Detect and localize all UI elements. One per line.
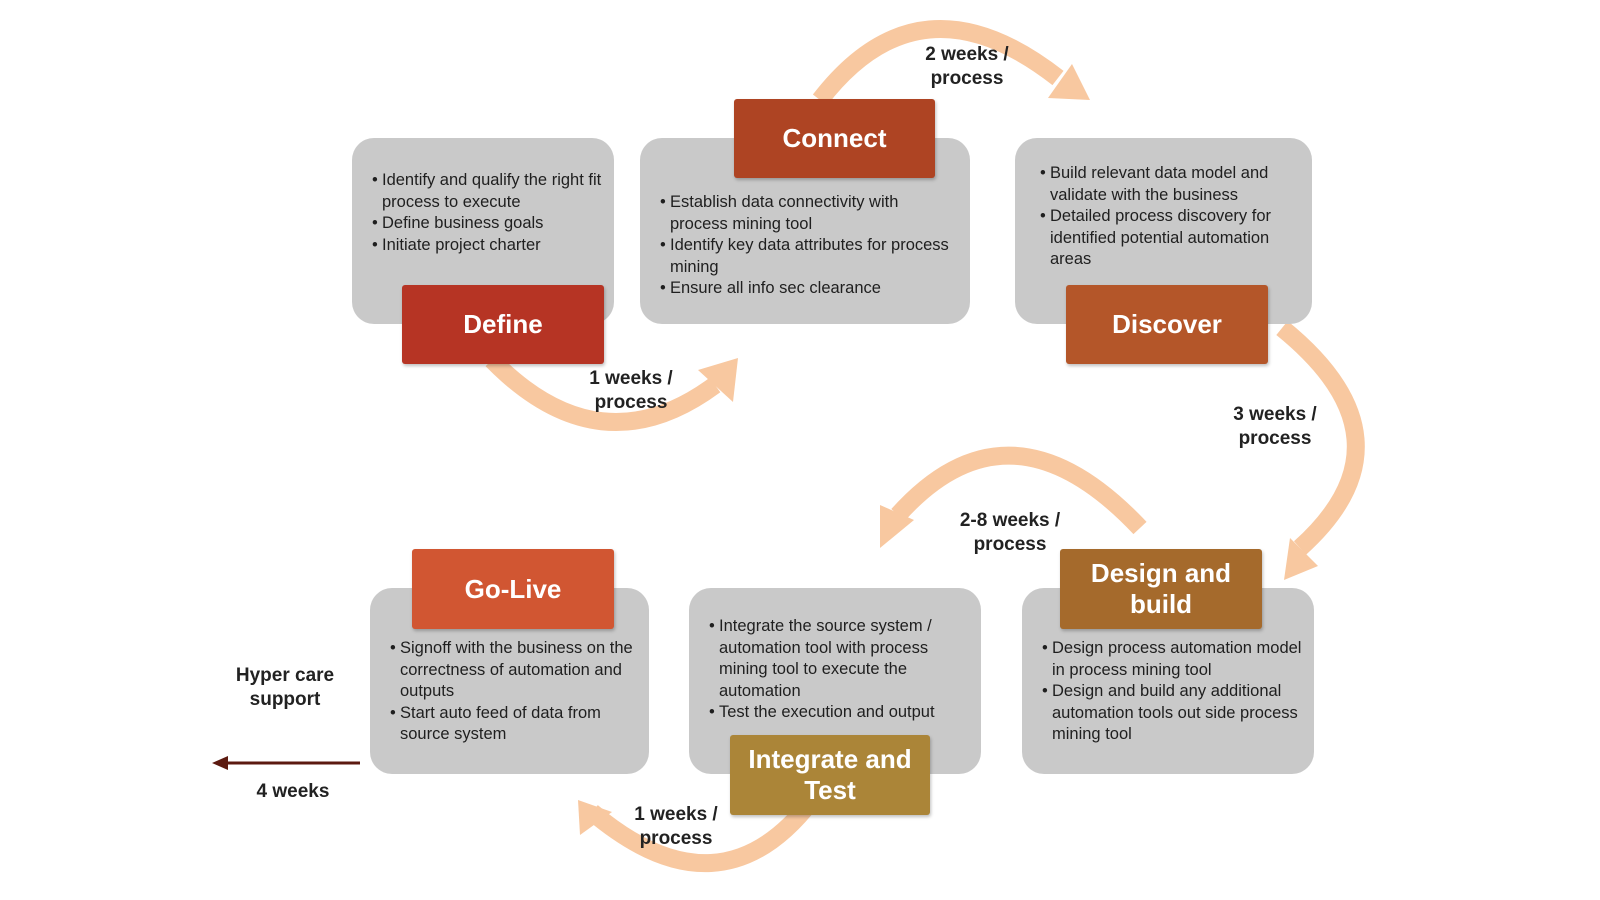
connect-bullet: Identify key data attributes for process… <box>660 235 960 278</box>
define-bullets: Identify and qualify the right fit proce… <box>372 170 607 256</box>
arrow-connect-discover <box>812 20 1064 106</box>
define-bullet: Define business goals <box>372 213 607 235</box>
discover-bullet: Build relevant data model and validate w… <box>1040 163 1305 206</box>
arrowhead-design-integrate <box>880 505 914 548</box>
arrow-integrate-golive <box>586 794 820 873</box>
arrow-design-integrate <box>891 446 1147 535</box>
arrow-define-connect <box>485 353 721 431</box>
arrowhead-discover-design <box>1284 538 1318 580</box>
hypercare-arrowhead <box>212 756 228 770</box>
duration-connect-discover: 2 weeks / process <box>925 44 1009 89</box>
duration-discover-design: 3 weeks / process <box>1233 404 1317 449</box>
duration-define-connect: 1 weeks / process <box>589 368 673 413</box>
connect-bullet: Establish data connectivity with process… <box>660 192 960 235</box>
integrate-bullet: Integrate the source system / automation… <box>709 616 974 702</box>
connect-label: Connect <box>734 99 935 178</box>
duration-design-integrate: 2-8 weeks / process <box>959 510 1061 555</box>
hypercare-label: Hyper care support <box>235 665 335 710</box>
connect-bullet: Ensure all info sec clearance <box>660 278 960 300</box>
arrowhead-define-connect <box>698 358 738 402</box>
arrowhead-integrate-golive <box>578 800 612 835</box>
design-bullet: Design process automation model in proce… <box>1042 638 1307 681</box>
golive-label: Go-Live <box>412 549 614 629</box>
define-bullet: Identify and qualify the right fit proce… <box>372 170 607 213</box>
hypercare-duration: 4 weeks <box>256 781 330 802</box>
design-bullet: Design and build any additional automati… <box>1042 681 1307 746</box>
golive-bullets: Signoff with the business on the correct… <box>390 638 645 746</box>
design-bullets: Design process automation model in proce… <box>1042 638 1307 746</box>
define-label: Define <box>402 285 604 364</box>
golive-bullet: Start auto feed of data from source syst… <box>390 703 645 746</box>
connect-bullets: Establish data connectivity with process… <box>660 192 960 300</box>
arrow-discover-design <box>1276 321 1365 555</box>
integrate-bullet: Test the execution and output <box>709 702 974 724</box>
design-label: Design and build <box>1060 549 1262 629</box>
golive-bullet: Signoff with the business on the correct… <box>390 638 645 703</box>
discover-bullets: Build relevant data model and validate w… <box>1040 163 1305 271</box>
arrowhead-connect-discover <box>1048 64 1090 100</box>
integrate-bullets: Integrate the source system / automation… <box>709 616 974 724</box>
discover-bullet: Detailed process discovery for identifie… <box>1040 206 1305 271</box>
integrate-label: Integrate and Test <box>730 735 930 815</box>
discover-label: Discover <box>1066 285 1268 364</box>
define-bullet: Initiate project charter <box>372 235 607 257</box>
duration-integrate-golive: 1 weeks / process <box>634 804 718 849</box>
